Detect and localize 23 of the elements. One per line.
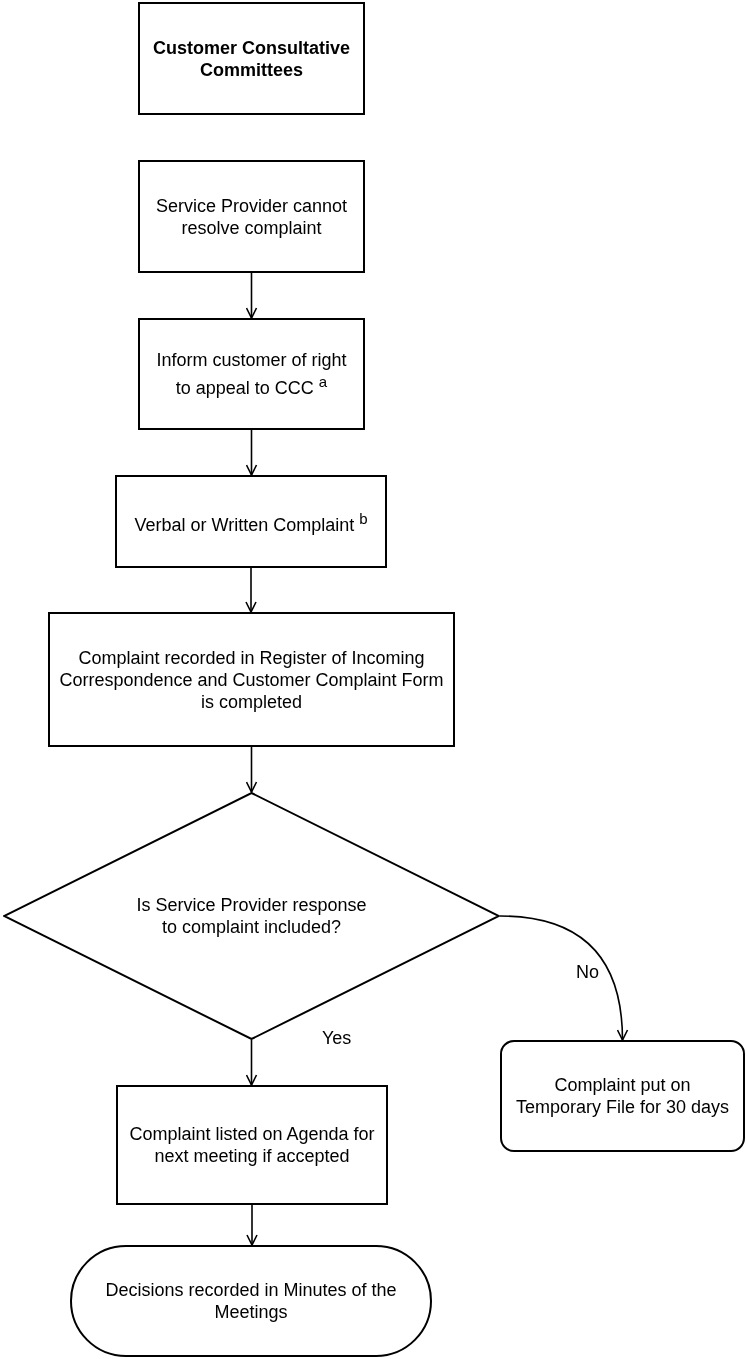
node-text: Inform customer of right to appeal to CCC $^{a}$ xyxy=(155,349,348,399)
arrow xyxy=(245,567,257,613)
node-text: Complaint recorded in Register of Incoming Correspondence and Customer Complaint Form is completed xyxy=(58,646,445,713)
node-text: Complaint listed on Agenda for next meeting if accepted xyxy=(128,1123,376,1167)
arrow xyxy=(246,1204,258,1246)
heading-text: Customer Consultative Committees xyxy=(151,36,351,81)
arrow xyxy=(245,429,258,476)
arrow xyxy=(245,1039,258,1086)
arrow xyxy=(499,915,628,1041)
node-text: Verbal or Written Complaint $^{b}$ xyxy=(133,508,369,536)
node-text: Complaint put on Temporary File for 30 days xyxy=(514,1074,731,1118)
rounded-box xyxy=(500,1040,745,1152)
process-box xyxy=(48,612,455,747)
process-box xyxy=(116,1085,388,1205)
process-box xyxy=(115,475,387,568)
process-box xyxy=(138,160,365,273)
arrow xyxy=(245,746,258,793)
arrow xyxy=(245,272,258,319)
node-text: Is Service Provider response to complaint included? xyxy=(135,894,368,938)
node-text: Decisions recorded in Minutes of the Meetings xyxy=(104,1279,398,1323)
header-box xyxy=(138,2,365,115)
node-text: Service Provider cannot resolve complaint xyxy=(154,194,349,239)
process-box xyxy=(138,318,365,430)
